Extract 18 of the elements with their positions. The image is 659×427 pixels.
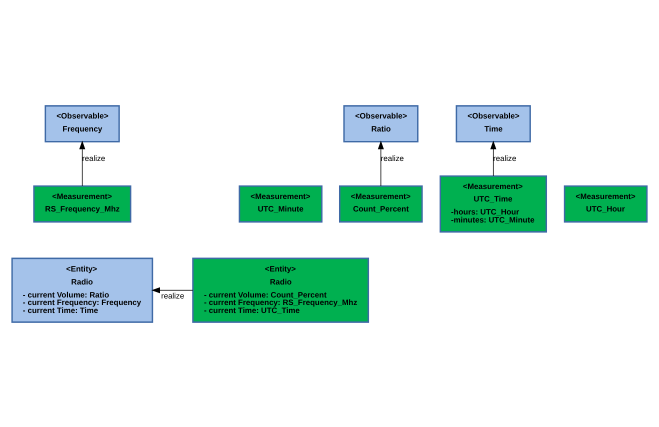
arrow (151, 286, 194, 293)
arrow (490, 140, 496, 176)
edge-label: realize (161, 291, 184, 300)
node-box: <Measurement> UTC_Hour (564, 184, 648, 222)
edge-label: realize (380, 153, 404, 162)
node-box: <Measurement> RS_Frequency_Mhz (33, 184, 132, 222)
node-box: <Measurement> UTC_Time -hours: UTC_Hour -minutes: UTC_Minute (440, 174, 548, 232)
edge-label: realize (493, 153, 516, 162)
node-box: <Measurement> UTC_Minute (238, 184, 323, 222)
node-box: <Measurement> Count_Percent (339, 184, 423, 222)
node-box: <Observable> Time (456, 104, 531, 142)
node-box: <Observable> Ratio (343, 104, 418, 142)
node-box: <Entity> Radio - current Volume: Count_Percent - current Frequency: RS_Frequency_Mhz - current Time: UTC_Time (192, 257, 370, 322)
node-box: <Entity> Radio - current Volume: Ratio - current Frequency: Frequency - current Time: Time (11, 257, 154, 322)
arrow (378, 140, 384, 186)
node-box: <Observable> Frequency (44, 104, 120, 142)
arrow (79, 140, 86, 186)
edge-label: realize (82, 153, 106, 162)
